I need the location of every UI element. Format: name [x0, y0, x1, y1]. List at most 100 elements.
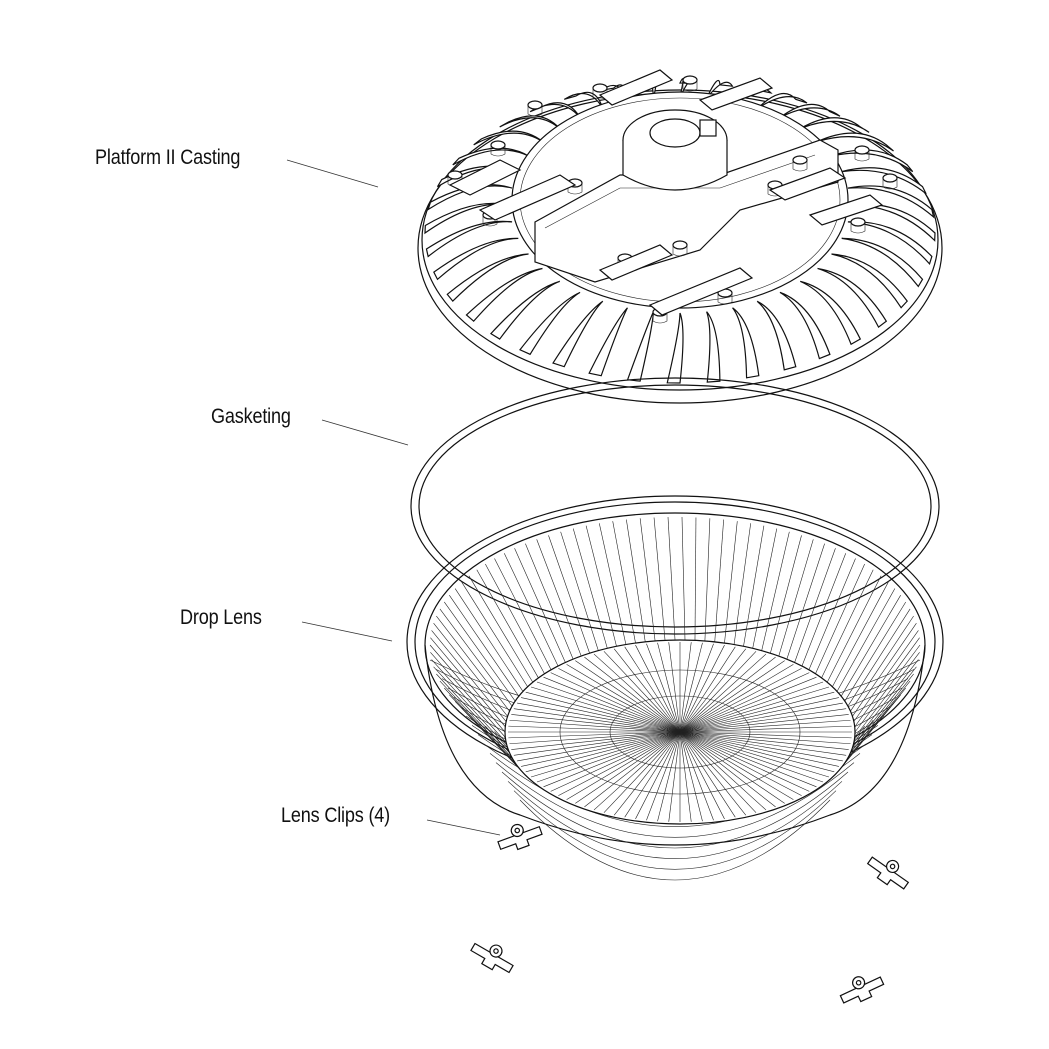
lens-prism-line — [852, 666, 917, 748]
casting-fin — [666, 312, 684, 384]
casting-boss — [792, 155, 808, 165]
lens-prism-line — [752, 528, 778, 649]
lens-ray — [511, 714, 681, 733]
casting-fin — [446, 253, 529, 302]
casting-fin — [588, 307, 629, 377]
lens-clip-icon — [839, 976, 885, 1004]
lens-ray — [509, 731, 681, 745]
lens-prism-line — [714, 519, 724, 642]
lens-ray — [566, 731, 681, 800]
casting-boss — [672, 240, 688, 250]
lens-prism-line — [821, 569, 874, 679]
lens-ray — [679, 731, 767, 811]
casting-fin — [756, 300, 797, 371]
lens-ray — [679, 731, 830, 778]
lens-ray — [679, 702, 843, 733]
lens-ray — [593, 731, 681, 811]
lens-ray — [521, 697, 681, 733]
lens-ray — [584, 656, 681, 733]
lens-prism-line — [585, 525, 617, 647]
lens-ray — [679, 731, 785, 804]
casting-fin — [465, 267, 543, 323]
lens-ray — [584, 731, 681, 808]
casting-fin — [799, 117, 870, 133]
lens-prism-line — [850, 615, 914, 712]
lens-ray — [550, 731, 681, 792]
lens-prism-line — [761, 531, 790, 651]
casting-heat-sink-icon — [417, 69, 943, 404]
lens-ray — [646, 643, 681, 733]
leader-lens — [301, 621, 393, 642]
lens-ray — [635, 731, 681, 820]
lens-prism-line — [786, 543, 825, 660]
lens-ray — [679, 676, 817, 733]
lens-prism-line — [449, 694, 520, 769]
lens-ray — [679, 672, 810, 733]
lens-prism-line — [430, 637, 506, 727]
lens-ray — [635, 644, 681, 733]
lens-side-ring — [501, 771, 849, 849]
casting-fin — [817, 132, 894, 152]
lens-prism-line — [743, 525, 765, 647]
lens-ray — [508, 731, 681, 739]
lens-prism-line — [852, 623, 917, 717]
lens-prism-line — [439, 680, 513, 759]
leader-gasket — [321, 419, 409, 446]
casting-fin — [847, 185, 935, 219]
casting-fin — [452, 147, 529, 166]
casting-fin — [706, 79, 734, 99]
lens-ray — [679, 646, 736, 733]
lens-prism-line — [436, 673, 510, 754]
lens-prism-line — [836, 588, 896, 692]
lens-ray — [679, 651, 757, 733]
lens-ray — [566, 664, 681, 733]
lens-side-ring — [513, 790, 837, 870]
lens-ray — [668, 731, 681, 822]
casting-fin — [433, 237, 519, 281]
casting-fin — [831, 253, 908, 309]
casting-fin — [779, 103, 841, 119]
lens-ray — [525, 691, 681, 733]
lens-ray — [679, 731, 747, 816]
casting-fin — [841, 237, 924, 288]
casting-boss — [682, 75, 698, 85]
lens-ray — [679, 642, 692, 733]
lens-prism-line — [461, 581, 528, 687]
lens-radial-prisms — [508, 642, 852, 822]
lens-ray — [543, 731, 681, 788]
lens-prism-line — [770, 535, 802, 654]
lens-prism-line — [840, 595, 901, 697]
leader-casting — [286, 159, 379, 188]
lens-ray — [679, 731, 714, 821]
lens-ray — [603, 731, 681, 813]
lens-ray — [530, 686, 681, 733]
casting-fin — [799, 280, 862, 346]
lens-ray — [603, 651, 681, 733]
lens-ray — [558, 731, 681, 796]
lens-prism-line — [525, 543, 574, 660]
lens-ray — [679, 725, 852, 733]
lens-ray — [679, 656, 776, 733]
casting-boss — [592, 83, 608, 93]
lens-prism-line — [854, 652, 920, 738]
casting-boss — [850, 217, 866, 227]
lens-ray — [657, 642, 681, 733]
lens-prism-line — [444, 601, 516, 702]
casting-fin — [626, 311, 655, 382]
lens-ray — [513, 731, 681, 756]
lens-ray — [508, 725, 681, 733]
lens-ray — [624, 731, 681, 818]
lens-ray — [679, 697, 839, 733]
lens-clip-icon — [866, 856, 910, 890]
lens-prism-line — [681, 517, 686, 641]
lens-prism-line — [778, 539, 814, 657]
lens-prism-line — [598, 523, 627, 645]
leader-clips — [426, 819, 501, 836]
lens-ray — [517, 731, 681, 762]
lens-ray — [657, 731, 681, 822]
lens-prism-line — [724, 521, 738, 644]
lens-ray — [679, 731, 851, 745]
casting-fin — [706, 311, 721, 383]
lens-prism-line — [667, 517, 676, 641]
lens-prism-line — [548, 535, 590, 654]
